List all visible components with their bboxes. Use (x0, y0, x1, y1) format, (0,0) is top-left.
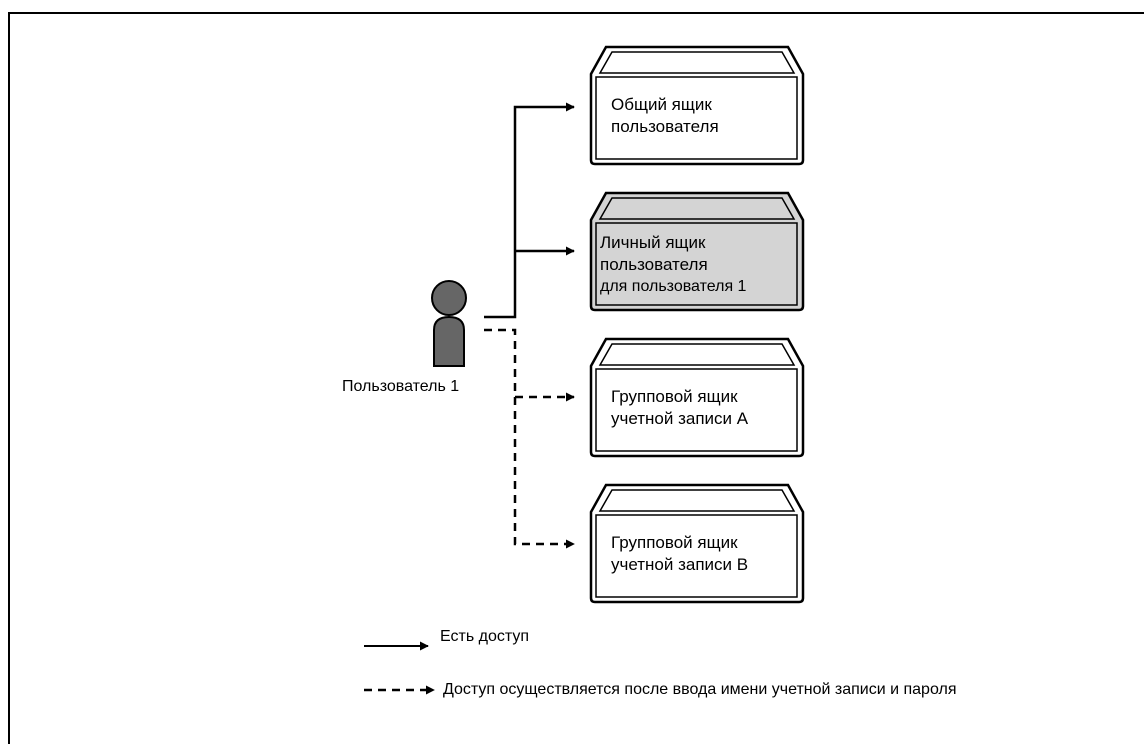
diagram-frame (8, 12, 1144, 744)
legend-solid-label: Есть доступ (440, 628, 530, 645)
mailbox-box-1-line1: Личный ящик (600, 233, 706, 252)
mailbox-box-1-line2: пользователя (600, 255, 708, 274)
mailbox-box-2-line2: учетной записи A (611, 409, 749, 428)
dashed-connectors (484, 328, 575, 549)
mailbox-box-0-text: Общий ящик пользователя (611, 94, 719, 138)
solid-connectors (484, 102, 575, 319)
mailbox-box-0-line1: Общий ящик (611, 95, 712, 114)
mailbox-box-2-text: Групповой ящик учетной записи A (611, 386, 748, 430)
mailbox-box-2-line1: Групповой ящик (611, 387, 738, 406)
mailbox-box-1 (589, 191, 805, 312)
mailbox-box-3-line2: учетной записи B (611, 555, 749, 574)
mailbox-box-1-line3: для пользователя 1 (600, 278, 747, 295)
mailbox-box-2 (589, 337, 805, 458)
mailbox-box-3 (589, 483, 805, 604)
mailbox-box-3-text: Групповой ящик учетной записи B (611, 532, 748, 576)
mailbox-box-0-line2: пользователя (611, 117, 719, 136)
mailbox-box-3-line1: Групповой ящик (611, 533, 738, 552)
legend-dashed-label: Доступ осуществляется после ввода имени … (443, 681, 957, 698)
user-person-icon (431, 280, 467, 367)
mailbox-box-1-text: Личный ящик пользователя для пользовател… (600, 232, 746, 298)
mailbox-box-0 (589, 45, 805, 166)
user-label: Пользователь 1 (342, 378, 460, 395)
